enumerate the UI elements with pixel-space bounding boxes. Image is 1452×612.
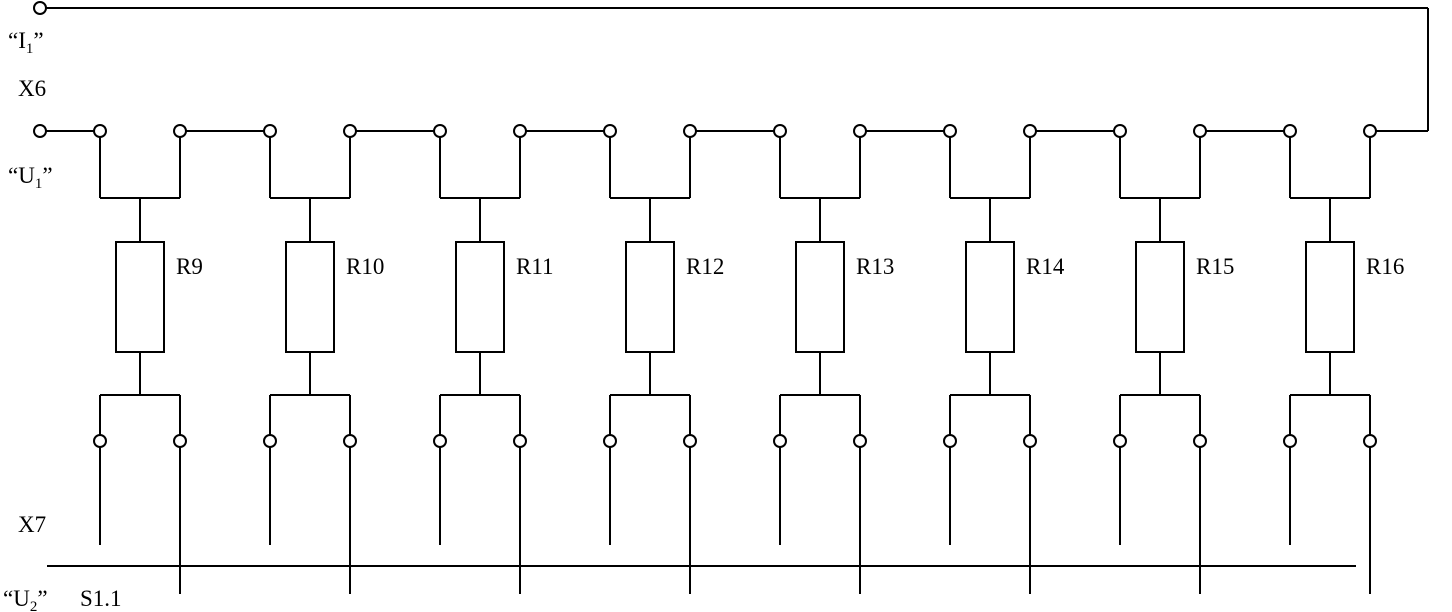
terminal-bottom-left-r13 [773,434,787,448]
terminal-top-right-r12 [683,124,697,138]
terminal-bottom-left-r16 [1283,434,1297,448]
terminal-top-right-r9 [173,124,187,138]
resistor-r9 [115,241,165,353]
label-r10: R10 [346,254,384,279]
terminal-top-right-r13 [853,124,867,138]
terminal-top-right-r16 [1363,124,1377,138]
label-i1: “I1” [8,28,44,57]
terminals [33,1,1377,448]
terminal-bottom-right-r12 [683,434,697,448]
terminal-top-left-r9 [93,124,107,138]
terminal-bottom-left-r9 [93,434,107,448]
terminal-top-left-r15 [1113,124,1127,138]
resistor-labels: R9 R10 R11 R12 R13 R14 R15 R16 [176,254,1404,279]
resistor-r14 [965,241,1015,353]
label-r14: R14 [1026,254,1065,279]
label-r15: R15 [1196,254,1234,279]
terminal-bottom-right-r11 [513,434,527,448]
terminal-top-right-r15 [1193,124,1207,138]
resistor-r13 [795,241,845,353]
terminal-top-left-r10 [263,124,277,138]
terminal-bottom-right-r9 [173,434,187,448]
resistor-r11 [455,241,505,353]
label-r16: R16 [1366,254,1404,279]
terminal-top-right-r11 [513,124,527,138]
resistor-bodies [115,241,1355,353]
terminal-top-right-r10 [343,124,357,138]
terminal-top-left-r13 [773,124,787,138]
terminal-top-left-r14 [943,124,957,138]
terminal-bottom-right-r13 [853,434,867,448]
resistor-r16 [1305,241,1355,353]
terminal-top-left-r12 [603,124,617,138]
label-u1: “U1” [8,163,53,192]
terminal-bottom-right-r14 [1023,434,1037,448]
resistor-r12 [625,241,675,353]
resistor-r15 [1135,241,1185,353]
terminal-top-left-r16 [1283,124,1297,138]
label-x7: X7 [18,512,46,537]
terminal-bottom-left-r15 [1113,434,1127,448]
label-r13: R13 [856,254,894,279]
terminal-bottom-right-r15 [1193,434,1207,448]
terminal-i1 [33,1,47,15]
label-x6: X6 [18,76,46,101]
label-s1-1: S1.1 [80,586,122,611]
terminal-bottom-left-r12 [603,434,617,448]
terminal-bottom-left-r14 [943,434,957,448]
terminal-bottom-left-r11 [433,434,447,448]
label-r11: R11 [516,254,554,279]
terminal-u1 [33,124,47,138]
terminal-bottom-right-r16 [1363,434,1377,448]
terminal-bottom-left-r10 [263,434,277,448]
terminal-top-right-r14 [1023,124,1037,138]
terminal-top-left-r11 [433,124,447,138]
label-r9: R9 [176,254,203,279]
resistor-r10 [285,241,335,353]
label-r12: R12 [686,254,724,279]
label-u2: “U2” [3,586,48,612]
wires [46,7,1429,594]
terminal-bottom-right-r10 [343,434,357,448]
